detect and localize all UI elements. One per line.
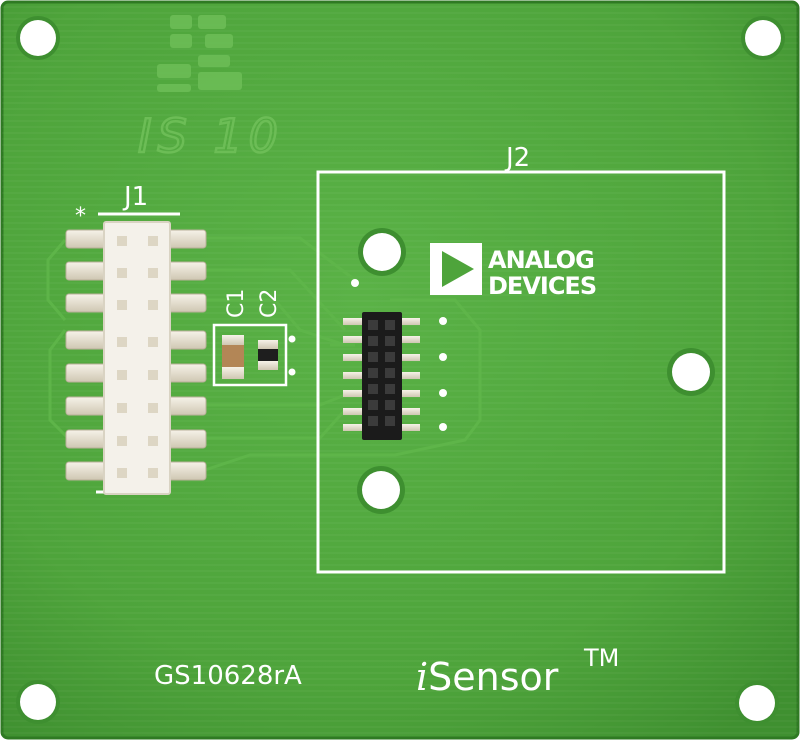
copper-traces <box>46 236 482 472</box>
j1-label: J1 <box>122 182 148 212</box>
mounting-holes <box>16 16 785 725</box>
brand-i: i <box>416 655 428 699</box>
isensor-trademark: iSensor TM <box>416 644 619 699</box>
j2-mounting-holes <box>357 228 715 514</box>
part-number-label: GS10628rA <box>154 661 302 691</box>
logo-text-line2: DEVICES <box>488 272 596 300</box>
analog-devices-logo: ANALOG DEVICES <box>430 243 597 300</box>
c1-label: C1 <box>224 289 249 318</box>
brand-sensor: Sensor <box>428 655 559 699</box>
j2-connector <box>343 279 447 440</box>
capacitors: C1 C2 <box>212 289 296 387</box>
capacitor-c1 <box>222 335 244 379</box>
j1-housing <box>103 221 171 495</box>
j1-marker: * <box>75 204 86 229</box>
j2-outline <box>316 170 726 574</box>
j1-connector <box>65 221 207 495</box>
j1-pads-left <box>65 229 113 481</box>
capacitor-c2 <box>258 340 278 370</box>
logo-text-line1: ANALOG <box>488 246 594 274</box>
j1-pads-right <box>159 229 207 481</box>
copper-logo <box>157 15 242 92</box>
svg-text:iSensor: iSensor <box>416 655 559 699</box>
trademark-symbol: TM <box>583 644 619 672</box>
revision-label: IS 10 <box>138 109 284 163</box>
j2-label: J2 <box>504 143 530 173</box>
c2-label: C2 <box>257 289 282 318</box>
